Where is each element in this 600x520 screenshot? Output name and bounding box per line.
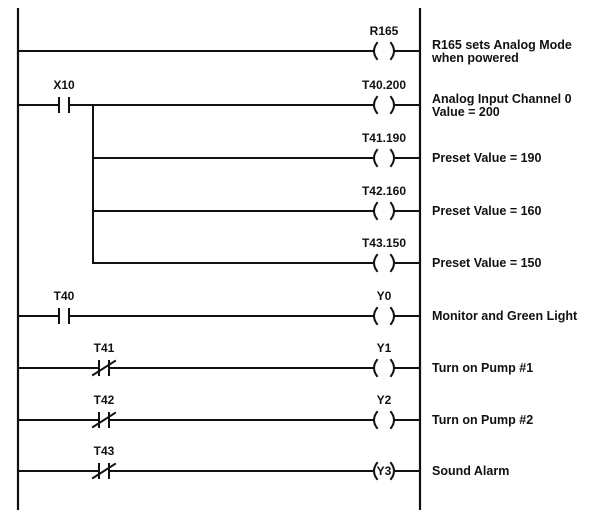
coil-right-arc <box>389 358 395 378</box>
coil-label: Y0 <box>377 289 392 303</box>
rung-comment: Preset Value = 190 <box>432 151 542 165</box>
output-coil-t40-200: T40.200 <box>362 78 406 115</box>
coil-left-arc <box>373 358 379 378</box>
output-coil-t43-150: T43.150 <box>362 236 406 273</box>
contact-label: T43 <box>94 444 115 458</box>
output-coil-t41-190: T41.190 <box>362 131 406 168</box>
comment-line: Turn on Pump #1 <box>432 361 533 375</box>
comment-line: Value = 200 <box>432 105 500 119</box>
coil-label: R165 <box>370 24 399 38</box>
output-coil-y1: Y1 <box>373 341 395 378</box>
output-coil-t42-160: T42.160 <box>362 184 406 221</box>
comment-line: Preset Value = 190 <box>432 151 542 165</box>
comment-line: when powered <box>431 51 519 65</box>
coil-label: T43.150 <box>362 236 406 250</box>
coil-right-arc <box>389 461 395 481</box>
comment-line: Monitor and Green Light <box>432 309 578 323</box>
coil-label: T42.160 <box>362 184 406 198</box>
coil-label: Y3 <box>377 464 392 478</box>
contact-label: T40 <box>54 289 75 303</box>
coil-label: T40.200 <box>362 78 406 92</box>
coil-right-arc <box>389 41 395 61</box>
coil-left-arc <box>373 306 379 326</box>
coil-right-arc <box>389 253 395 273</box>
output-coil-y0: Y0 <box>373 289 395 326</box>
rung-comment: Sound Alarm <box>432 464 509 478</box>
coil-right-arc <box>389 201 395 221</box>
contact-label: T42 <box>94 393 115 407</box>
comment-line: Turn on Pump #2 <box>432 413 533 427</box>
coil-right-arc <box>389 95 395 115</box>
rung-comment: Monitor and Green Light <box>432 309 578 323</box>
coil-left-arc <box>373 461 379 481</box>
coil-right-arc <box>389 148 395 168</box>
nc-slash <box>91 359 117 377</box>
rung-comment: Turn on Pump #1 <box>432 361 533 375</box>
output-coil-y2: Y2 <box>373 393 395 430</box>
coil-left-arc <box>373 95 379 115</box>
output-coil-y3: Y3 <box>373 461 395 481</box>
coil-left-arc <box>373 201 379 221</box>
nc-contact-t42: T42 <box>91 393 117 429</box>
comment-line: R165 sets Analog Mode <box>432 38 572 52</box>
coil-right-arc <box>389 306 395 326</box>
coil-label: Y2 <box>377 393 392 407</box>
contact-label: X10 <box>53 78 75 92</box>
no-contact-x10: X10 <box>53 78 75 113</box>
contact-label: T41 <box>94 341 115 355</box>
coil-label: T41.190 <box>362 131 406 145</box>
comment-line: Sound Alarm <box>432 464 509 478</box>
coil-left-arc <box>373 410 379 430</box>
coil-left-arc <box>373 148 379 168</box>
coil-right-arc <box>389 410 395 430</box>
rung-comment: Preset Value = 150 <box>432 256 542 270</box>
no-contact-t40: T40 <box>54 289 75 324</box>
nc-slash <box>91 462 117 480</box>
coil-left-arc <box>373 41 379 61</box>
nc-slash <box>91 411 117 429</box>
nc-contact-t43: T43 <box>91 444 117 480</box>
coil-left-arc <box>373 253 379 273</box>
nc-contact-t41: T41 <box>91 341 117 377</box>
comment-line: Preset Value = 150 <box>432 256 542 270</box>
coil-label: Y1 <box>377 341 392 355</box>
rung-comment: Preset Value = 160 <box>432 204 542 218</box>
output-coil-r165: R165 <box>370 24 399 61</box>
comment-line: Preset Value = 160 <box>432 204 542 218</box>
rung-comment: Turn on Pump #2 <box>432 413 533 427</box>
comment-line: Analog Input Channel 0 <box>432 92 572 106</box>
